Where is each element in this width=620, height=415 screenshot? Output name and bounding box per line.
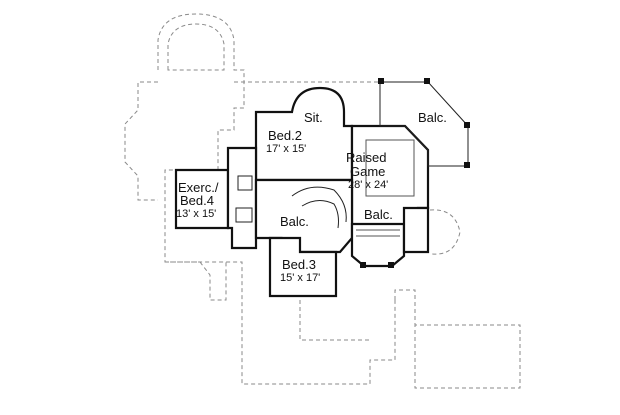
center-balc-rail bbox=[356, 229, 400, 237]
room-label-game-line2: Game bbox=[350, 164, 385, 179]
stair-curve-1 bbox=[291, 186, 347, 223]
game-inner-outline bbox=[365, 139, 415, 197]
bath-tub-2 bbox=[235, 207, 253, 223]
bath-walls bbox=[226, 146, 258, 250]
room-labels: Sit. Bed.2 17' x 15' Balc. Raised Game 2… bbox=[176, 110, 447, 284]
bath-tub-1 bbox=[237, 175, 253, 191]
post bbox=[464, 162, 470, 168]
post bbox=[424, 78, 430, 84]
balc-ne-outline bbox=[379, 81, 469, 167]
room-label-sit: Sit. bbox=[304, 110, 323, 125]
room-label-bed4-line1: Exerc./ bbox=[178, 180, 219, 195]
south-porch-outline bbox=[299, 300, 370, 341]
east-outline bbox=[394, 289, 521, 389]
room-label-balc-ne: Balc. bbox=[418, 110, 447, 125]
room-label-game-line1: Raised bbox=[346, 150, 386, 165]
post bbox=[388, 262, 394, 268]
room-dims-bed3: 15' x 17' bbox=[280, 272, 320, 284]
south-wing-outline bbox=[165, 261, 227, 301]
room-label-balc-center-left: Balc. bbox=[280, 214, 309, 229]
lower-floor-outline bbox=[124, 13, 521, 389]
room-label-bed2: Bed.2 bbox=[268, 128, 302, 143]
room-label-bed4-line2: Bed.4 bbox=[180, 193, 214, 208]
east-bay-outline bbox=[429, 209, 461, 255]
room-label-balc-center-right: Balc. bbox=[364, 207, 393, 222]
west-bay-outline bbox=[124, 81, 158, 201]
post bbox=[360, 262, 366, 268]
room-dims-game: 28' x 24' bbox=[348, 179, 388, 191]
room-dims-bed2: 17' x 15' bbox=[266, 143, 306, 155]
post bbox=[464, 122, 470, 128]
bed2-walls bbox=[254, 86, 354, 182]
upper-floor-walls bbox=[174, 78, 470, 298]
room-dims-bed4: 13' x 15' bbox=[176, 208, 216, 220]
east-stub-walls bbox=[402, 206, 430, 254]
bed3-walls bbox=[268, 236, 338, 298]
post bbox=[378, 78, 384, 84]
stair-curve-2 bbox=[301, 200, 339, 229]
tower-inner-outline bbox=[167, 23, 225, 71]
room-label-bed3: Bed.3 bbox=[282, 257, 316, 272]
